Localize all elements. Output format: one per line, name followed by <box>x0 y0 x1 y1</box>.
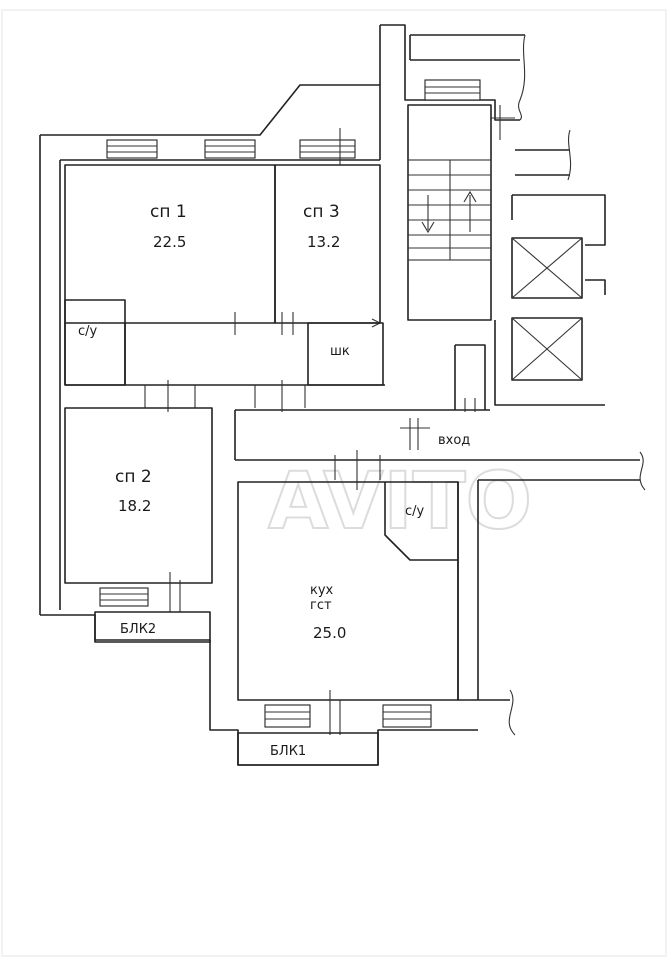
room-kitchen: кух гст 25.0 <box>237 480 516 736</box>
right-structures <box>454 129 606 410</box>
room-closet: шк <box>307 322 384 386</box>
balcony2-label: БЛК2 <box>120 622 156 637</box>
balcony1: БЛК1 <box>237 732 379 766</box>
page-border <box>1 9 667 957</box>
room-kitchen-name: кух <box>310 583 334 598</box>
room-bath2: с/у <box>384 482 458 561</box>
room-sp2-name: сп 2 <box>115 467 152 487</box>
room-closet-name: шк <box>330 344 350 359</box>
room-sp1-name: сп 1 <box>150 202 187 222</box>
room-sp3-area: 13.2 <box>307 233 340 251</box>
room-sp2: сп 2 18.2 <box>64 407 213 612</box>
room-sp1-area: 22.5 <box>153 233 186 251</box>
staircase <box>407 104 515 321</box>
room-bath1: с/у <box>64 299 126 386</box>
top-windows <box>106 79 481 165</box>
entrance-label: вход <box>438 433 470 448</box>
room-kitchen-area: 25.0 <box>313 624 346 642</box>
watermark: AVITO <box>268 457 532 547</box>
corridor: вход <box>144 380 646 491</box>
room-sp3: сп 3 13.2 <box>274 164 382 335</box>
balcony1-label: БЛК1 <box>270 744 306 759</box>
room-sp3-name: сп 3 <box>303 202 340 222</box>
room-bath2-name: с/у <box>405 504 425 519</box>
room-sp2-area: 18.2 <box>118 497 151 515</box>
balcony2: БЛК2 <box>94 611 211 643</box>
room-bath1-name: с/у <box>78 324 98 339</box>
room-kitchen-name2: гст <box>310 598 332 613</box>
